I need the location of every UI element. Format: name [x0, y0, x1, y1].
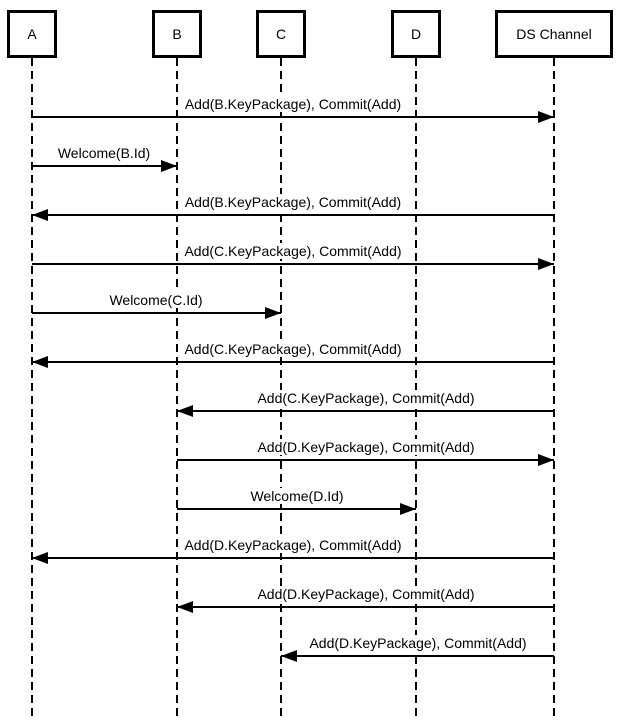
actor-box-c: C — [256, 10, 306, 58]
message-1-label: Add(B.KeyPackage), Commit(Add) — [180, 96, 406, 112]
message-10-line — [32, 557, 554, 559]
message-7-label: Add(C.KeyPackage), Commit(Add) — [253, 390, 479, 406]
actor-label-c: C — [275, 26, 287, 42]
arrowhead-left-icon — [177, 601, 193, 613]
message-8-line — [177, 459, 554, 461]
message-10-label: Add(D.KeyPackage), Commit(Add) — [180, 537, 406, 553]
message-11-line — [177, 606, 554, 608]
arrowhead-right-icon — [538, 111, 554, 123]
arrowhead-right-icon — [161, 160, 177, 172]
message-4-line — [32, 263, 554, 265]
actor-label-ds: DS Channel — [516, 26, 592, 42]
arrowhead-left-icon — [281, 650, 297, 662]
message-1-line — [32, 116, 554, 118]
arrowhead-right-icon — [538, 258, 554, 270]
message-11-label: Add(D.KeyPackage), Commit(Add) — [253, 586, 479, 602]
arrowhead-right-icon — [265, 307, 281, 319]
actor-label-d: D — [410, 26, 422, 42]
arrowhead-left-icon — [177, 405, 193, 417]
actor-label-a: A — [27, 26, 37, 42]
message-9-label: Welcome(D.Id) — [246, 488, 348, 504]
actor-box-d: D — [391, 10, 441, 58]
message-5-line — [32, 312, 281, 314]
lifeline-c — [280, 58, 282, 720]
actor-label-b: B — [172, 26, 182, 42]
message-12-label: Add(D.KeyPackage), Commit(Add) — [305, 635, 531, 651]
actor-box-b: B — [152, 10, 202, 58]
arrowhead-left-icon — [32, 552, 48, 564]
message-2-label: Welcome(B.Id) — [53, 145, 155, 161]
actor-box-a: A — [7, 10, 57, 58]
actor-box-ds-channel: DS Channel — [495, 10, 613, 58]
message-5-label: Welcome(C.Id) — [105, 292, 207, 308]
message-6-line — [32, 361, 554, 363]
lifeline-d — [415, 58, 417, 720]
message-3-line — [32, 214, 554, 216]
arrowhead-right-icon — [538, 454, 554, 466]
arrowhead-left-icon — [32, 356, 48, 368]
message-6-label: Add(C.KeyPackage), Commit(Add) — [180, 341, 406, 357]
lifeline-ds-channel — [553, 58, 555, 720]
message-7-line — [177, 410, 554, 412]
lifeline-b — [176, 58, 178, 720]
message-2-line — [32, 165, 177, 167]
message-9-line — [177, 508, 416, 510]
arrowhead-right-icon — [400, 503, 416, 515]
message-3-label: Add(B.KeyPackage), Commit(Add) — [180, 194, 406, 210]
arrowhead-left-icon — [32, 209, 48, 221]
message-4-label: Add(C.KeyPackage), Commit(Add) — [180, 243, 406, 259]
message-12-line — [281, 655, 554, 657]
lifeline-a — [31, 58, 33, 720]
message-8-label: Add(D.KeyPackage), Commit(Add) — [253, 439, 479, 455]
